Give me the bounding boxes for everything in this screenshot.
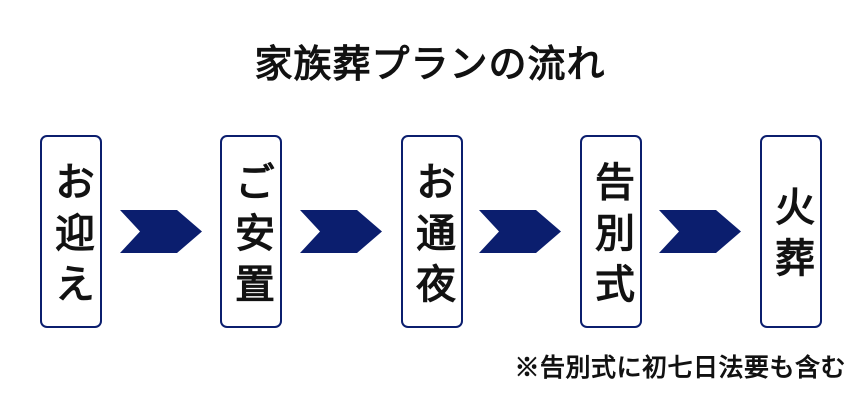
flow-step-box-4: 告別式 <box>580 135 642 328</box>
footnote: ※告別式に初七日法要も含む <box>514 355 846 382</box>
flow-step-label-4: 告別式 <box>589 160 634 314</box>
flow-step-box-5: 火葬 <box>760 135 822 328</box>
flow-step-label-3: お通夜 <box>410 160 455 314</box>
flow-step-box-1: お迎え <box>40 135 102 328</box>
flow-step-label-1: お迎え <box>49 160 94 314</box>
ribbon-arrow-right-icon <box>659 210 741 253</box>
flow-step-box-2: ご安置 <box>220 135 282 328</box>
flow-step-label-2: ご安置 <box>229 160 274 314</box>
ribbon-arrow-right-icon <box>300 210 382 253</box>
flow-step-box-3: お通夜 <box>401 135 463 328</box>
ribbon-arrow-right-icon <box>120 210 202 253</box>
ribbon-arrow-right-icon <box>479 210 561 253</box>
flow-step-label-5: 火葬 <box>769 186 814 288</box>
page-title: 家族葬プランの流れ <box>254 44 606 86</box>
